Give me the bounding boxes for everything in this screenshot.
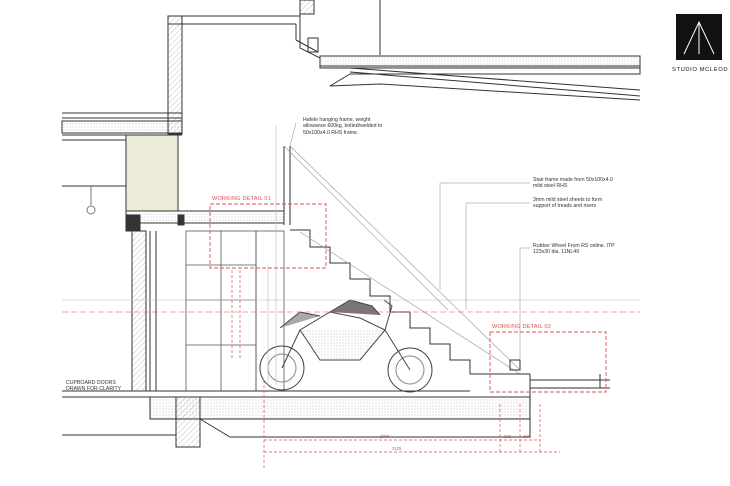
note-wheel-line-1: Rubber Wheel From RS online. ITP	[533, 243, 615, 249]
staircase	[283, 145, 521, 375]
dimension-lines	[231, 270, 560, 470]
dimension-label-3125: 3125	[392, 446, 402, 451]
pendant-lamp	[86, 186, 96, 215]
note-hafele-line-2: allowance 600kg, bolted/welded to	[303, 123, 383, 130]
roof-structure	[299, 0, 641, 101]
landing-beam	[125, 146, 291, 232]
dimension-label-500: 500	[524, 434, 531, 439]
note-cupboard-line-2: DRAWN FOR CLARITY	[66, 386, 122, 393]
studio-logo	[676, 14, 722, 60]
dimension-label-2000: 2000	[380, 434, 390, 439]
studio-name: STUDIO MCLEOD	[672, 67, 729, 73]
motorcycle	[259, 299, 433, 393]
note-stair-frame-line-2: mild steel RHS	[533, 183, 568, 190]
working-detail-01-label: WORKING DETAIL 01	[212, 196, 272, 202]
note-wheel: Rubber Wheel From RS online. ITP 123x30 …	[533, 243, 615, 256]
upper-wall	[167, 15, 319, 135]
note-stair-frame: Stair frame made from 50x100x4.0 mild st…	[533, 177, 613, 190]
note-hafele-line-3: 50x100x4.0 RHS frame.	[303, 129, 359, 136]
leader-lines	[289, 122, 530, 360]
working-detail-01-box	[209, 203, 327, 269]
note-cupboard: CUPBOARD DOORS DRAWN FOR CLARITY	[66, 380, 121, 393]
working-detail-02-box	[489, 331, 607, 393]
note-stair-frame-line-1: Stair frame made from 50x100x4.0	[533, 177, 613, 183]
left-column	[131, 230, 157, 392]
guide-lines	[62, 125, 640, 385]
note-steel-sheets: 3mm mild steel sheets to form support of…	[533, 197, 602, 210]
upper-floor-slab	[61, 112, 183, 212]
cupboard-doors	[185, 230, 285, 392]
note-cupboard-line-1: CUPBOARD DOORS	[66, 380, 116, 386]
working-detail-02-label: WORKING DETAIL 02	[492, 324, 552, 330]
note-steel-sheets-line-2: support of treads and risers	[533, 203, 597, 210]
dimension-label-200: 200	[504, 434, 511, 439]
note-hafele: Hafele hanging frame, weight allowance 6…	[303, 117, 382, 136]
ground-slab	[62, 359, 610, 448]
note-wheel-line-2: 123x30 dia. 11NL49	[533, 249, 580, 256]
note-hafele-line-1: Hafele hanging frame, weight	[303, 117, 371, 123]
note-steel-sheets-line-1: 3mm mild steel sheets to form	[533, 197, 603, 203]
